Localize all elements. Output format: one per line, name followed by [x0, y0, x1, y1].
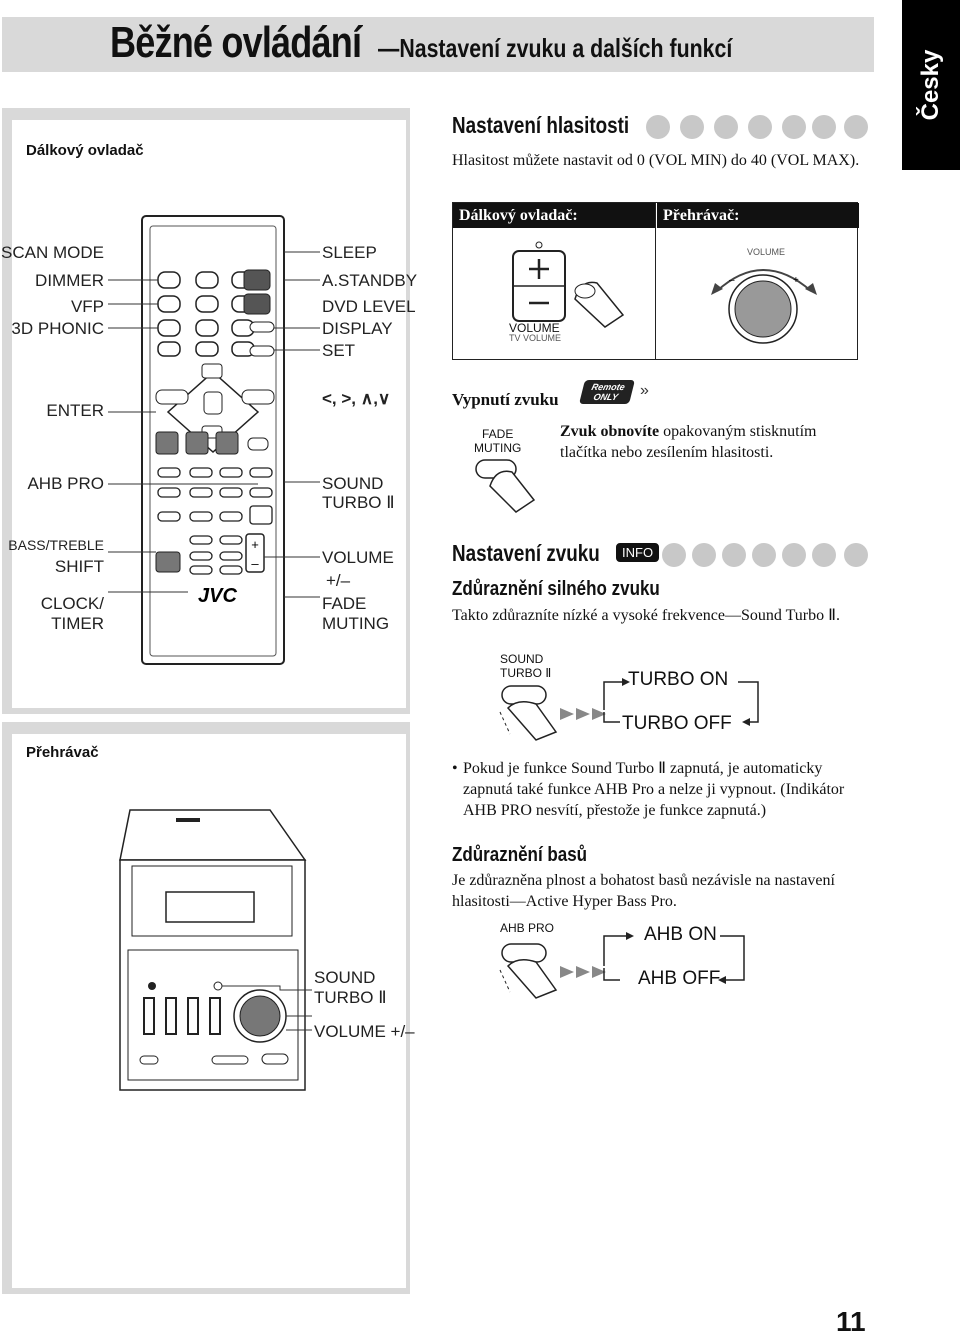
label-muting: MUTING — [322, 614, 390, 633]
remote-control-illustration: + – JVC — [108, 215, 320, 665]
title-dot — [662, 543, 686, 567]
svg-text:–: – — [729, 275, 735, 286]
volume-table: Dálkový ovladač: Přehrávač: VOLUME TV VO… — [452, 202, 859, 360]
title-dot — [748, 115, 772, 139]
label-sleep: SLEEP — [322, 243, 377, 262]
label-3d-phonic: 3D PHONIC — [11, 319, 104, 338]
label-arrows: <, >, ∧,∨ — [322, 389, 391, 408]
ahb-toggle-diagram — [603, 932, 745, 984]
ahb-off-state: AHB OFF — [638, 968, 721, 989]
player-label-volume: VOLUME +/– — [314, 1022, 415, 1041]
label-scan-mode: SCAN MODE — [1, 243, 104, 262]
remote-only-line1: Remote — [590, 382, 626, 392]
bullet: • — [452, 760, 458, 777]
language-tab: Česky — [902, 0, 960, 170]
label-fade: FADE — [322, 594, 367, 613]
title-dot — [812, 543, 836, 567]
sound-turbo-button-label: SOUND TURBO Ⅱ — [500, 652, 551, 680]
title-dot — [722, 543, 746, 567]
label-volume: VOLUME — [322, 548, 394, 567]
remote-brand-logo: JVC — [198, 585, 237, 607]
svg-text:–: – — [251, 556, 259, 571]
label-dvd-level: DVD LEVEL — [322, 297, 416, 316]
player-volume-label: VOLUME — [747, 247, 786, 257]
turbo-toggle-diagram — [603, 678, 759, 726]
ahb-on-state: AHB ON — [644, 924, 717, 945]
player-panel-title: Přehrávač — [26, 744, 99, 761]
title-dot — [812, 115, 836, 139]
title-dot — [782, 115, 806, 139]
remote-only-line2: ONLY — [592, 392, 620, 402]
turbo-subtitle: Zdůraznění silného zvuku — [452, 578, 660, 600]
svg-text:+: + — [793, 275, 799, 286]
fade-label: FADE — [481, 427, 514, 441]
title-dot — [844, 543, 868, 567]
player-label-sound: SOUND — [314, 968, 376, 987]
bass-text: Je zdůrazněna plnost a bohatost basů nez… — [452, 872, 835, 910]
title-dot — [714, 115, 738, 139]
label-dimmer: DIMMER — [35, 271, 104, 290]
sound-section-title: Nastavení zvuku — [452, 540, 600, 566]
page-number: 11 — [836, 1306, 866, 1337]
label-turbo: TURBO Ⅱ — [322, 493, 395, 512]
ahb-pro-button-illustration — [499, 943, 606, 999]
label-ahb-pro: AHB PRO — [27, 474, 104, 493]
title-dot — [782, 543, 806, 567]
signal-icon: » — [640, 382, 649, 399]
label-shift: SHIFT — [54, 557, 104, 576]
remote-panel-title: Dálkový ovladač — [26, 142, 144, 159]
label-clock: CLOCK/ — [40, 594, 104, 613]
mute-text-bold: Zvuk obnovíte — [560, 423, 660, 440]
turbo-text: Takto zdůrazníte nízké a vysoké frekvenc… — [452, 607, 840, 624]
ahb-pro-button-label: AHB PRO — [500, 921, 555, 935]
language-tab-label: Česky — [917, 49, 944, 121]
bass-subtitle: Zdůraznění basů — [452, 844, 588, 866]
muting-label: MUTING — [474, 441, 522, 455]
volume-text: Hlasitost můžete nastavit od 0 (VOL MIN)… — [452, 152, 860, 169]
title-dot — [680, 115, 704, 139]
label-a-standby: A.STANDBY — [322, 271, 418, 290]
sound-turbo-line2: TURBO Ⅱ — [500, 666, 552, 680]
volume-table-player-header: Přehrávač: — [656, 203, 859, 228]
remote-tv-volume-label: TV VOLUME — [509, 333, 562, 343]
player-illustration — [119, 809, 312, 1091]
label-vfp: VFP — [70, 297, 104, 316]
page-title: Běžné ovládání — [110, 18, 362, 67]
turbo-on-state: TURBO ON — [628, 669, 729, 690]
header-bar — [2, 17, 874, 72]
mute-section-title: Vypnutí zvuku — [452, 390, 559, 409]
fade-muting-button-label: FADE MUTING — [474, 427, 521, 455]
label-set: SET — [322, 341, 356, 360]
info-badge: INFO — [616, 543, 660, 562]
volume-table-divider — [655, 203, 656, 359]
title-dot — [646, 115, 670, 139]
volume-table-remote-header: Dálkový ovladač: — [453, 203, 655, 228]
title-dot — [844, 115, 868, 139]
label-timer: TIMER — [51, 614, 104, 633]
turbo-off-state: TURBO OFF — [622, 713, 732, 734]
turbo-note: Pokud je funkce Sound Turbo Ⅱ zapnutá, j… — [463, 760, 845, 819]
page-subtitle: —Nastavení zvuku a dalších funkcí — [378, 33, 733, 63]
label-volume-pm: +/– — [326, 571, 351, 590]
player-label-turbo: TURBO Ⅱ — [314, 988, 387, 1007]
title-dot — [692, 543, 716, 567]
label-enter: ENTER — [46, 401, 104, 420]
label-display: DISPLAY — [322, 319, 393, 338]
player-volume-knob: – + — [711, 269, 817, 344]
volume-section-title: Nastavení hlasitosti — [452, 112, 630, 138]
mute-text-rest: opakovaným stisknutím tlačítka nebo zesí… — [560, 423, 817, 461]
fade-muting-button — [475, 459, 536, 513]
svg-text:+: + — [251, 537, 259, 552]
title-dot — [752, 543, 776, 567]
sound-turbo-button-illustration — [499, 685, 606, 741]
remote-volume-buttons — [512, 241, 625, 328]
remote-volume-label: VOLUME — [509, 321, 560, 335]
mute-text: Zvuk obnovíte opakovaným stisknutím tlač… — [560, 421, 860, 463]
label-sound: SOUND — [322, 474, 384, 493]
label-bass-treble: BASS/TREBLE — [8, 537, 104, 553]
sound-turbo-line1: SOUND — [500, 652, 544, 666]
